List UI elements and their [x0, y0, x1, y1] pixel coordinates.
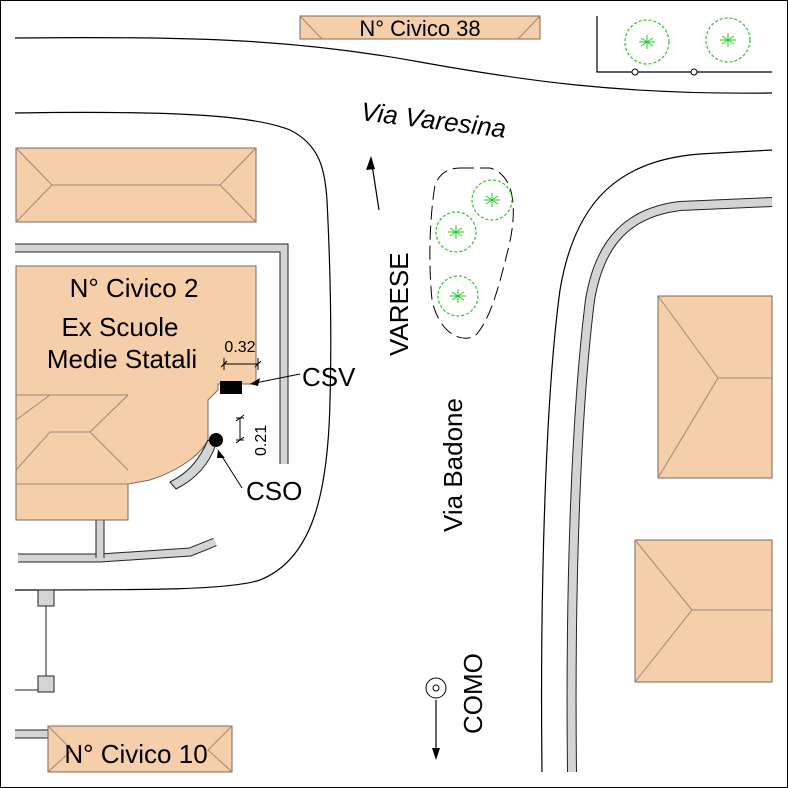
label-dimension-0-21: 0.21	[253, 425, 270, 456]
curb-school-east-inner	[15, 244, 288, 464]
tree-icon	[705, 17, 751, 63]
label-civico-10: N° Civico 10	[64, 739, 207, 769]
label-cso: CSO	[246, 476, 302, 506]
building-east-2[interactable]	[634, 539, 773, 683]
tree-icon	[471, 179, 513, 221]
school-curved-wall	[169, 439, 217, 490]
label-como: COMO	[458, 653, 488, 734]
garden-fence	[596, 16, 772, 76]
building-civico-10[interactable]	[47, 725, 233, 773]
tree-icon	[624, 19, 670, 65]
traffic-island[interactable]	[429, 167, 514, 339]
road-edge-east	[540, 149, 773, 773]
building-north-left[interactable]	[15, 147, 257, 223]
dimension-0-32	[220, 358, 262, 370]
label-via-badone: Via Badone	[438, 398, 468, 532]
csv-marker[interactable]	[220, 381, 242, 394]
label-civico-2: N° Civico 2	[70, 273, 199, 303]
label-dimension-0-32: 0.32	[224, 339, 255, 356]
curb-east-inner	[567, 198, 773, 773]
fence-posts	[15, 589, 55, 693]
building-civico-2[interactable]	[15, 265, 257, 521]
curb-east	[566, 197, 773, 773]
label-civico-38: N° Civico 38	[359, 16, 480, 41]
road-edge-varesina-south	[14, 111, 328, 201]
tree-icon	[435, 211, 477, 253]
building-east-1[interactable]	[657, 295, 773, 479]
road-edge-west	[14, 199, 332, 591]
road-edge-varesina-north	[14, 36, 773, 94]
survey-point-icon	[425, 677, 447, 699]
cso-marker[interactable]	[209, 433, 223, 447]
dimension-0-21	[235, 414, 245, 444]
label-varese: VARESE	[384, 252, 414, 356]
label-via-varesina: Via Varesina	[359, 96, 508, 144]
label-medie-statali: Medie Statali	[47, 344, 197, 374]
tree-icon	[437, 275, 479, 317]
label-ex-scuole: Ex Scuole	[61, 312, 178, 342]
building-civico-38[interactable]	[299, 15, 541, 40]
label-csv: CSV	[302, 362, 356, 392]
